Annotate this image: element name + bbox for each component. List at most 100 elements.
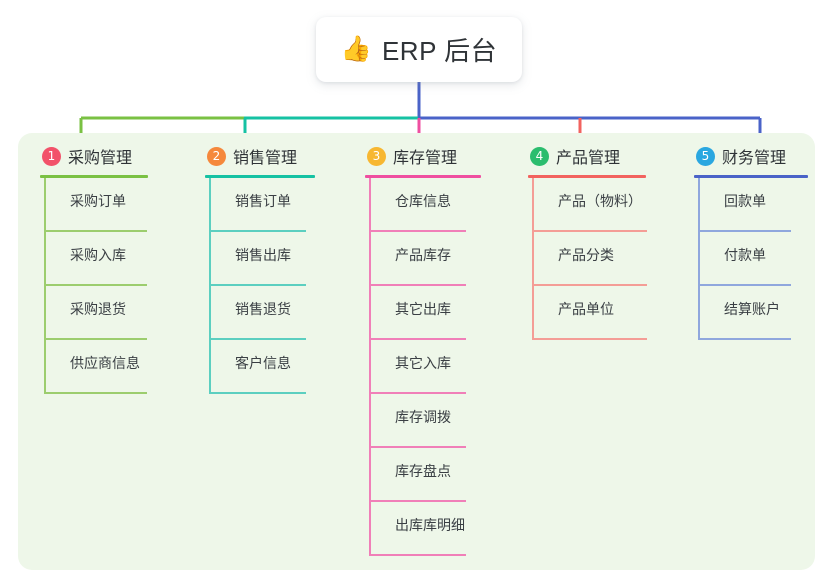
leaf-item-label: 销售订单 — [235, 193, 291, 209]
leaf-item[interactable]: 其它出库 — [369, 286, 513, 340]
leaf-underline — [369, 554, 466, 556]
branch-header-4[interactable]: 4 产品管理 — [528, 143, 678, 169]
leaf-underline — [369, 338, 466, 340]
leaf-item-label: 采购入库 — [70, 247, 126, 263]
leaf-underline — [44, 392, 147, 394]
leaf-underline — [209, 284, 306, 286]
branch-items: 采购订单采购入库采购退货供应商信息 — [40, 178, 190, 394]
leaf-item-label: 产品库存 — [395, 247, 451, 263]
branch-title: 销售管理 — [233, 150, 298, 167]
thumbs-up-icon: 👍 — [340, 35, 372, 63]
leaf-item[interactable]: 仓库信息 — [369, 178, 513, 232]
leaf-item[interactable]: 采购退货 — [44, 286, 190, 340]
leaf-item[interactable]: 采购订单 — [44, 178, 190, 232]
leaf-item-label: 产品单位 — [558, 301, 614, 317]
leaf-item-label: 回款单 — [724, 193, 766, 209]
leaf-underline — [369, 392, 466, 394]
leaf-underline — [369, 284, 466, 286]
branch-column-5: 5 财务管理回款单付款单结算账户 — [694, 143, 834, 340]
leaf-item-label: 仓库信息 — [395, 193, 451, 209]
leaf-item-label: 库存盘点 — [395, 463, 451, 479]
leaf-item[interactable]: 库存调拨 — [369, 394, 513, 448]
leaf-item[interactable]: 库存盘点 — [369, 448, 513, 502]
branch-rail — [698, 178, 700, 338]
branch-title: 产品管理 — [556, 150, 621, 167]
leaf-item[interactable]: 产品（物料） — [532, 178, 678, 232]
leaf-item[interactable]: 客户信息 — [209, 340, 347, 394]
branches-panel — [18, 133, 815, 570]
leaf-item[interactable]: 销售出库 — [209, 232, 347, 286]
branch-underline — [40, 175, 148, 178]
leaf-item[interactable]: 销售订单 — [209, 178, 347, 232]
leaf-underline — [698, 284, 791, 286]
leaf-item[interactable]: 回款单 — [698, 178, 834, 232]
branch-title: 财务管理 — [722, 150, 787, 167]
branch-column-1: 1 采购管理采购订单采购入库采购退货供应商信息 — [40, 143, 190, 394]
leaf-underline — [369, 500, 466, 502]
branch-title: 库存管理 — [393, 150, 458, 167]
leaf-underline — [209, 338, 306, 340]
branch-header-2[interactable]: 2 销售管理 — [205, 143, 347, 169]
branch-number-badge: 5 — [696, 146, 715, 166]
leaf-item-label: 产品（物料） — [558, 193, 642, 209]
branch-underline — [365, 175, 481, 178]
leaf-item[interactable]: 结算账户 — [698, 286, 834, 340]
branch-number-badge: 1 — [42, 146, 61, 166]
leaf-item-label: 其它入库 — [395, 355, 451, 371]
branch-header-3[interactable]: 3 库存管理 — [365, 143, 513, 169]
root-node-title: ERP 后台 — [381, 36, 498, 66]
branch-title: 采购管理 — [68, 150, 133, 167]
leaf-item-label: 付款单 — [724, 247, 766, 263]
leaf-item-label: 销售出库 — [235, 247, 291, 263]
branch-number-badge: 3 — [367, 146, 386, 166]
leaf-underline — [698, 230, 791, 232]
leaf-underline — [369, 230, 466, 232]
branch-items: 回款单付款单结算账户 — [694, 178, 834, 340]
branch-column-3: 3 库存管理仓库信息产品库存其它出库其它入库库存调拨库存盘点出库库明细 — [365, 143, 513, 556]
branch-items: 销售订单销售出库销售退货客户信息 — [205, 178, 347, 394]
branch-rail — [369, 178, 371, 554]
branch-items: 仓库信息产品库存其它出库其它入库库存调拨库存盘点出库库明细 — [365, 178, 513, 556]
leaf-item-label: 销售退货 — [235, 301, 291, 317]
leaf-item[interactable]: 付款单 — [698, 232, 834, 286]
branch-header-5[interactable]: 5 财务管理 — [694, 143, 834, 169]
branch-items: 产品（物料） 产品分类产品单位 — [528, 178, 678, 340]
leaf-item[interactable]: 产品单位 — [532, 286, 678, 340]
leaf-item[interactable]: 产品库存 — [369, 232, 513, 286]
leaf-item[interactable]: 采购入库 — [44, 232, 190, 286]
branch-column-2: 2 销售管理销售订单销售出库销售退货客户信息 — [205, 143, 347, 394]
leaf-item-label: 采购退货 — [70, 301, 126, 317]
leaf-item-label: 客户信息 — [235, 355, 291, 371]
leaf-item-label: 采购订单 — [70, 193, 126, 209]
leaf-item-label: 其它出库 — [395, 301, 451, 317]
leaf-item-label: 供应商信息 — [70, 355, 140, 371]
leaf-item[interactable]: 销售退货 — [209, 286, 347, 340]
leaf-underline — [532, 338, 647, 340]
leaf-underline — [209, 230, 306, 232]
leaf-underline — [44, 284, 147, 286]
leaf-item-label: 库存调拨 — [395, 409, 451, 425]
leaf-item[interactable]: 其它入库 — [369, 340, 513, 394]
leaf-item[interactable]: 供应商信息 — [44, 340, 190, 394]
branch-rail — [532, 178, 534, 338]
branch-number-badge: 4 — [530, 146, 549, 166]
branch-number-badge: 2 — [207, 146, 226, 166]
leaf-underline — [532, 230, 647, 232]
leaf-item-label: 产品分类 — [558, 247, 614, 263]
branch-underline — [694, 175, 808, 178]
branch-underline — [528, 175, 646, 178]
leaf-underline — [209, 392, 306, 394]
leaf-underline — [44, 230, 147, 232]
branch-header-1[interactable]: 1 采购管理 — [40, 143, 190, 169]
leaf-underline — [698, 338, 791, 340]
leaf-underline — [44, 338, 147, 340]
leaf-item[interactable]: 产品分类 — [532, 232, 678, 286]
root-node-erp[interactable]: 👍 ERP 后台 — [316, 17, 522, 82]
branch-column-4: 4 产品管理产品（物料） 产品分类产品单位 — [528, 143, 678, 340]
leaf-underline — [369, 446, 466, 448]
leaf-item-label: 结算账户 — [724, 301, 780, 317]
branch-underline — [205, 175, 315, 178]
leaf-underline — [532, 284, 647, 286]
leaf-item[interactable]: 出库库明细 — [369, 502, 513, 556]
